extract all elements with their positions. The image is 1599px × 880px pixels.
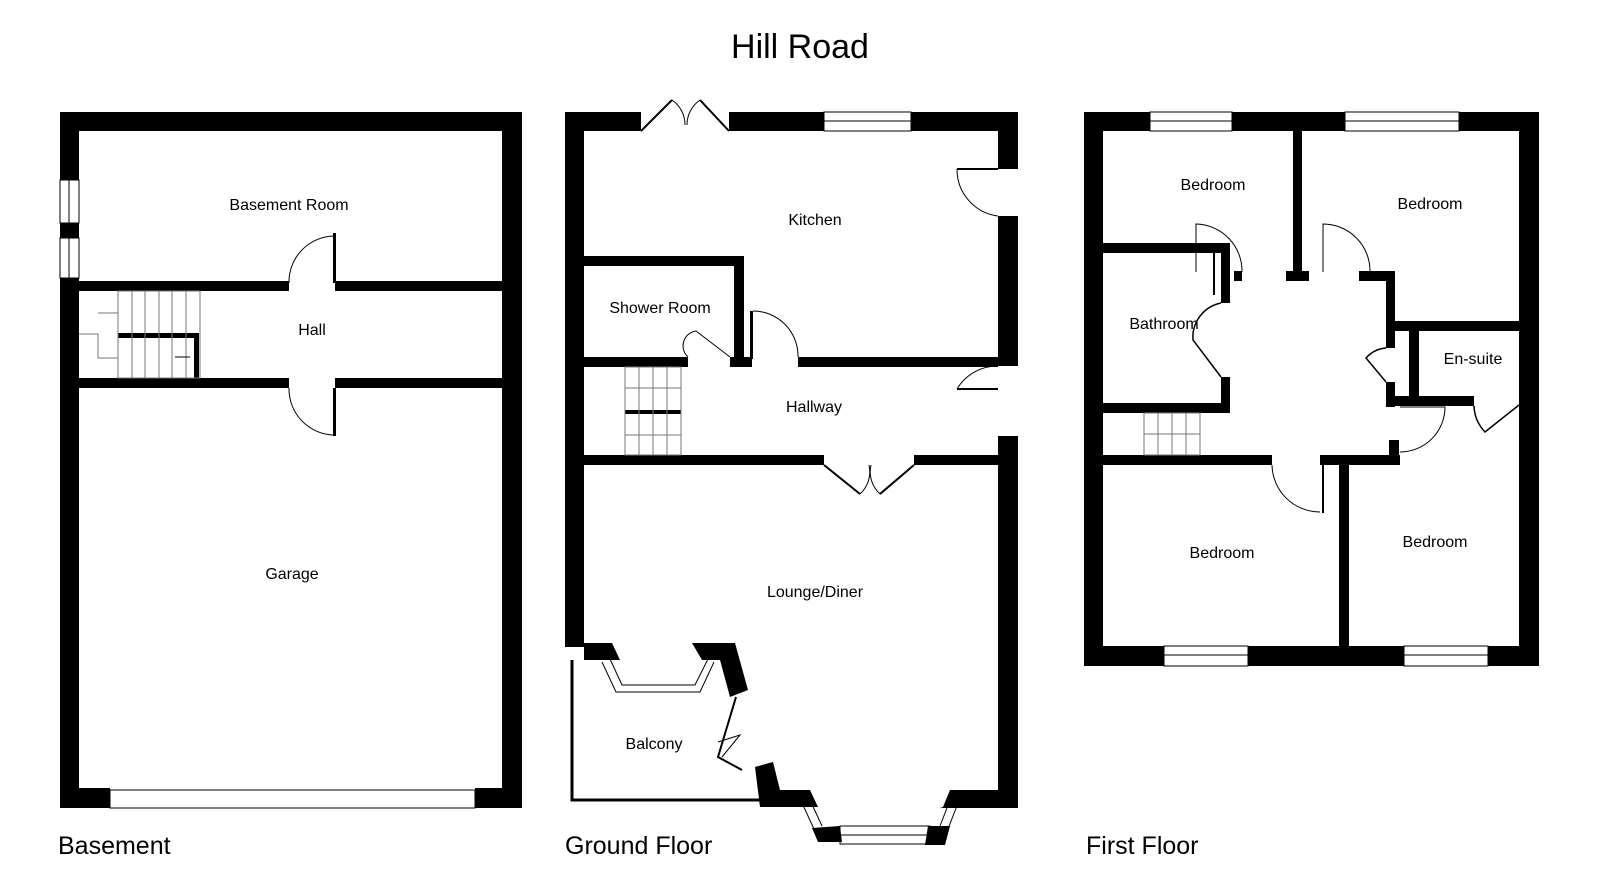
room-label-bedroom-4: Bedroom <box>1402 534 1468 551</box>
ground-floor-walls <box>565 112 1018 845</box>
room-label-balcony: Balcony <box>625 736 683 753</box>
room-label-kitchen: Kitchen <box>788 212 842 229</box>
room-label-en-suite: En-suite <box>1443 351 1503 368</box>
room-label-bedroom-1: Bedroom <box>1180 177 1246 194</box>
floor-caption-ground-floor: Ground Floor <box>565 832 713 860</box>
room-label-bedroom-3: Bedroom <box>1189 545 1255 562</box>
room-label-garage: Garage <box>265 566 319 583</box>
first-floor-walls <box>1084 112 1539 666</box>
floor-caption-first-floor: First Floor <box>1086 832 1199 860</box>
room-label-bathroom: Bathroom <box>1129 316 1199 333</box>
plan-title: Hill Road <box>731 28 869 66</box>
basement-walls <box>60 112 522 808</box>
room-label-lounge-diner: Lounge/Diner <box>766 584 864 601</box>
room-label-bedroom-2: Bedroom <box>1397 196 1463 213</box>
room-label-shower-room: Shower Room <box>609 300 711 317</box>
room-label-hallway: Hallway <box>785 399 843 416</box>
room-label-hall: Hall <box>298 322 326 339</box>
room-label-basement-room: Basement Room <box>229 197 349 214</box>
floor-caption-basement: Basement <box>58 832 171 860</box>
